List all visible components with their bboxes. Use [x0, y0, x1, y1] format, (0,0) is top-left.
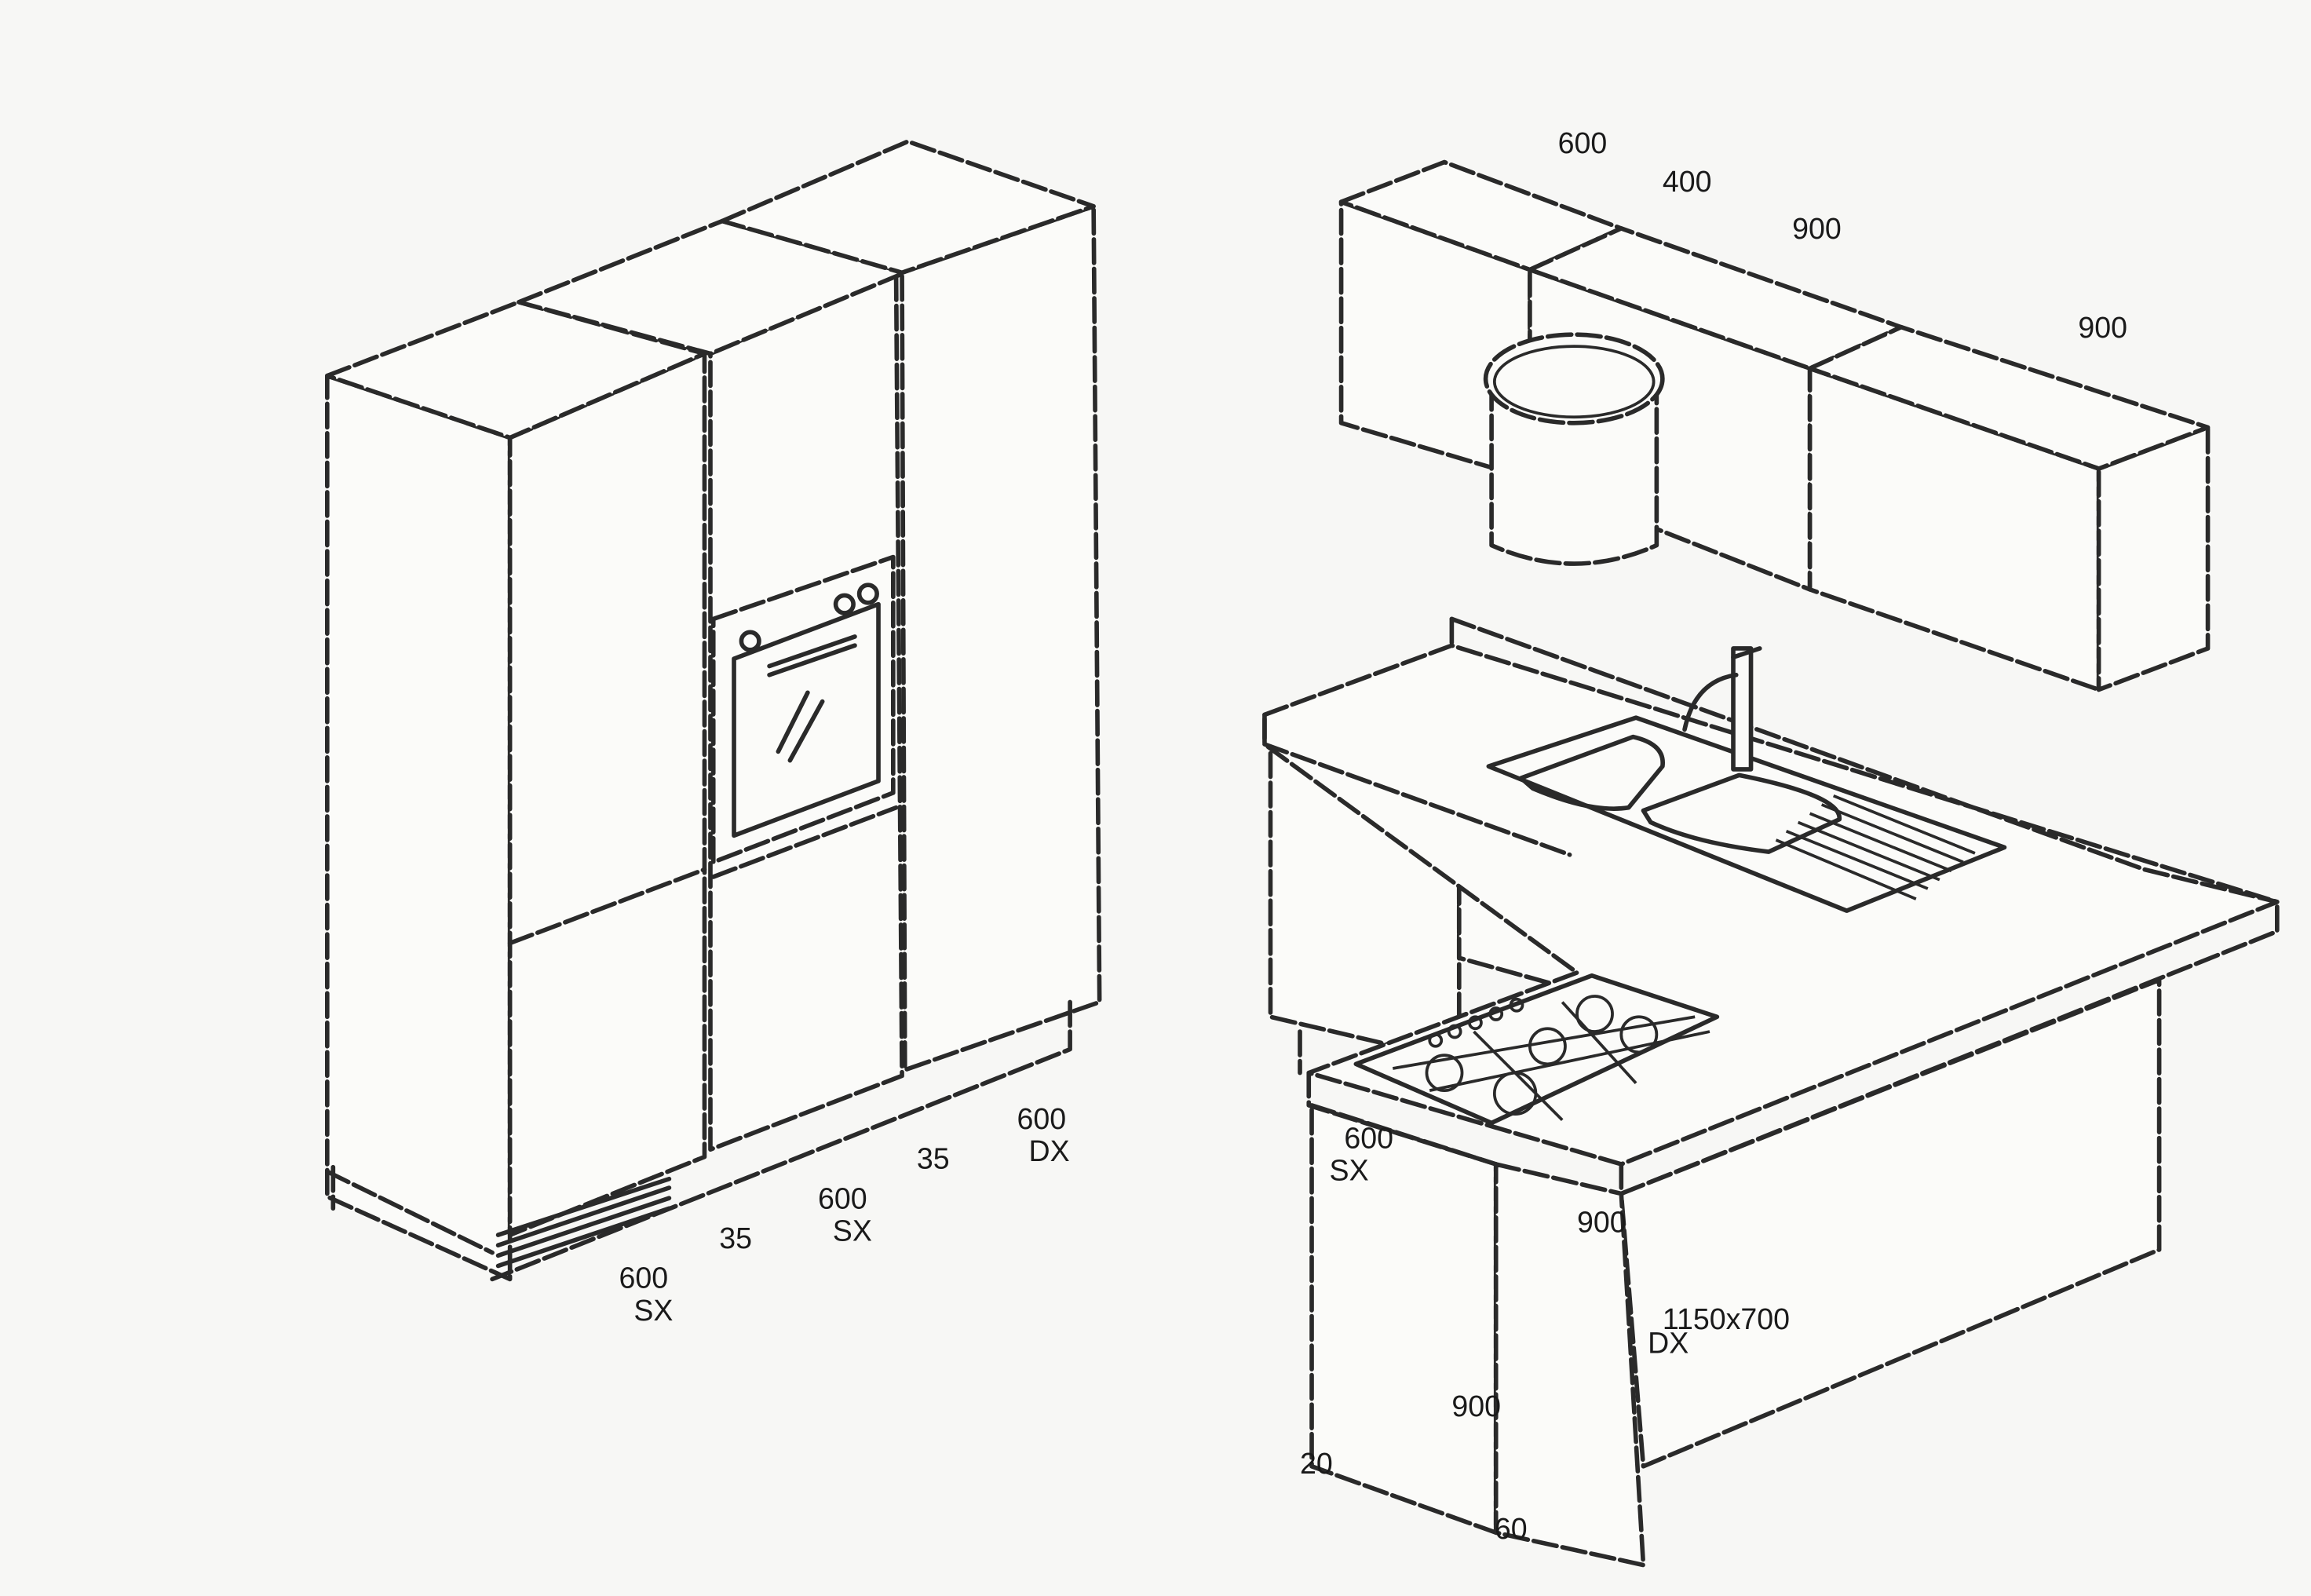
- tall-cabinet-left: [325, 373, 513, 1282]
- end-panel: [1619, 977, 2162, 1469]
- tall-cabinet-left-front: [507, 351, 707, 1237]
- corner-height: 900: [1577, 1205, 1626, 1238]
- side-3: DX: [1029, 1134, 1070, 1167]
- wall-unit-labels: 600 400 900 900: [1558, 126, 2127, 344]
- side-1: SX: [633, 1294, 673, 1327]
- oven-housing: [710, 554, 896, 864]
- side-2: SX: [833, 1214, 872, 1247]
- end-panel-side: DX: [1648, 1326, 1689, 1359]
- wall-dim-c: 900: [1792, 212, 1842, 245]
- wall-unit-right-top: [1807, 324, 2211, 471]
- tall-column-units: [325, 139, 1102, 1282]
- dim-2: 600: [818, 1181, 867, 1214]
- gap-1: 35: [719, 1222, 752, 1255]
- sink: [1486, 646, 2007, 913]
- dim-1: 600: [619, 1262, 669, 1295]
- corner-base-front: [1493, 1162, 1646, 1568]
- wall-unit-right-front: [2096, 425, 2211, 692]
- base-depth: 60: [1495, 1512, 1528, 1545]
- base-units: [1262, 616, 2280, 1568]
- burner-icon: [1619, 1015, 1659, 1054]
- hob: [1353, 973, 1720, 1126]
- end-panel-size: 1150x700: [1663, 1302, 1790, 1335]
- drainer: [1775, 794, 1976, 900]
- burner-icon: [1575, 995, 1614, 1033]
- tall-cabinet-right-top: [720, 139, 1096, 276]
- wall-dim-d: 900: [2078, 311, 2127, 344]
- wall-dim-a: 600: [1558, 126, 1608, 159]
- corner-side: SX: [1330, 1154, 1369, 1187]
- dim-3: 600: [1017, 1102, 1067, 1135]
- oven-knob-right-icon: [833, 593, 856, 615]
- tap-icon: [1682, 646, 1762, 772]
- wall-dim-b: 400: [1663, 165, 1712, 198]
- tall-cabinet-left-door-split: [507, 867, 707, 946]
- base-unit-labels: 600 SX 900 1150x700 DX 900 20 60: [1300, 1121, 1790, 1544]
- extractor-hood: [1483, 332, 1665, 566]
- wall-units: [1338, 159, 2211, 692]
- oven-knob-far-right-icon: [856, 583, 879, 605]
- oven: [732, 583, 881, 838]
- gap-2: 35: [917, 1142, 950, 1175]
- plinth: 20: [1300, 1447, 1333, 1480]
- corner-width: 600: [1344, 1121, 1393, 1154]
- base-height: 900: [1451, 1390, 1501, 1423]
- tall-cabinet-right: [900, 203, 1102, 1072]
- left-column-labels: 600 SX 35 600 SX 35 600 DX: [619, 1102, 1070, 1327]
- burner-icon: [1425, 1054, 1464, 1092]
- oven-knob-left-icon: [739, 630, 761, 652]
